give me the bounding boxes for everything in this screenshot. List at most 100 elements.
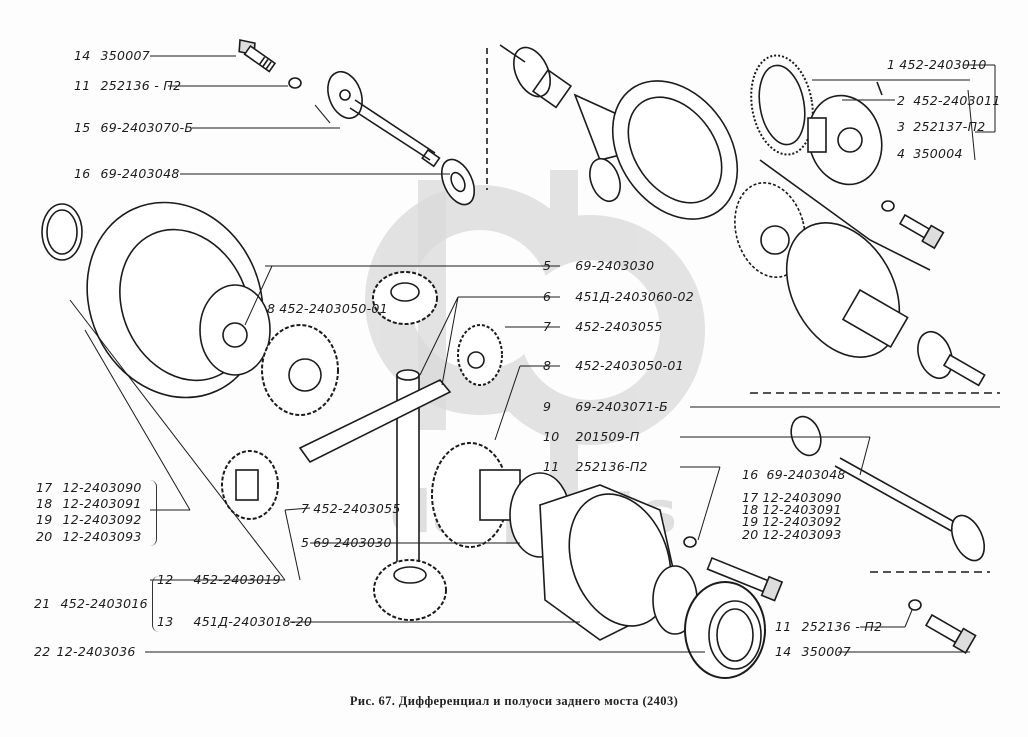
ring-gear-icon [750,54,814,156]
part-number: 12-2403092 [762,514,842,529]
part-number: 69-2403071-Б [575,399,669,414]
part-number: 452-2403050-01 [279,301,388,316]
bolt-icon [706,556,784,602]
part-number: 452-2403016 [60,596,148,611]
callout-number: 16 [74,166,91,181]
planet-gear-icon [457,324,503,386]
callout-number: 8 [543,358,552,373]
bolt-icon [238,39,277,73]
part-number: 452-2403055 [313,501,401,516]
part-number: 69-2403048 [100,166,180,181]
part-number: 12-2403093 [62,529,142,544]
pinion-gear-icon [221,450,279,520]
bracket [152,576,159,632]
callout-number: 4 [897,146,906,161]
callout-number: 17 [742,490,759,505]
callout-number: 19 [742,514,759,529]
part-number: 252136 - П2 [100,78,182,93]
part-number: 69-2403048 [766,467,846,482]
callout-number: 1 [887,57,896,72]
callout-number: 16 [742,467,759,482]
bearing-icon [684,581,766,679]
callout-21: 21 452-2403016 [34,597,148,611]
callout-number: 8 [267,301,276,316]
part-number: 452-2403019 [193,572,281,587]
leader-lines [69,55,1000,653]
callout-16: 16 69-2403048 [74,167,180,181]
part-number: 12-2403036 [56,644,136,659]
callout-16-right: 16 69-2403048 [742,468,846,482]
callout-number: 14 [74,48,91,63]
callout-number: 20 [742,527,759,542]
callout-number: 5 [301,535,310,550]
part-number: 252136 - П2 [801,619,883,634]
part-number: 452-2403050-01 [575,358,684,373]
callout-number: 13 [157,614,174,629]
lock-washer-icon [683,536,697,548]
part-number: 252136-П2 [575,459,648,474]
part-number: 12-2403090 [62,480,142,495]
differential-housing-icon [499,44,739,220]
callout-2: 2 452-2403011 [897,94,1001,108]
callout-12: 12 452-2403019 [157,573,281,587]
figure-caption: Рис. 67. Дифференциал и полуоси заднего … [349,694,679,708]
callout-number: 21 [34,596,51,611]
callout-number: 20 [36,529,53,544]
callout-11-bottom: 11 252136 - П2 [775,620,882,634]
callout-number: 15 [74,120,91,135]
callout-20-left: 20 12-2403093 [36,530,142,544]
callout-10: 10 201509-П [543,430,640,444]
callout-number: 10 [543,429,560,444]
callout-number: 11 [775,619,792,634]
bracket [150,480,157,546]
bevel-gear-icon [261,324,339,416]
bevel-side-gear-icon [431,442,521,548]
part-number: 452-2403010 [899,57,987,72]
lock-washer-icon [881,200,895,212]
differential-assembly-icon [734,182,986,387]
part-number: 452-2403011 [913,93,1001,108]
callout-number: 7 [301,501,310,516]
callout-number: 3 [897,119,906,134]
callout-number: 12 [157,572,174,587]
callout-14: 14 350007 [74,49,150,63]
part-number: 201509-П [575,429,640,444]
part-number: 350007 [100,48,151,63]
part-number: 12-2403092 [62,512,142,527]
callout-number: 5 [543,258,552,273]
bolt-icon [924,613,977,654]
callout-number: 6 [543,289,552,304]
callout-number: 22 [34,644,51,659]
bolt-icon [898,213,945,250]
part-number: 350007 [801,644,852,659]
side-gear-lower-icon [373,559,447,621]
half-shaft-icon [327,70,441,168]
part-number: 12-2403090 [762,490,842,505]
side-gear-icon [372,271,438,325]
callout-number: 18 [36,496,53,511]
half-shaft-right-icon [790,415,986,562]
callout-number: 7 [543,319,552,334]
callout-number: 2 [897,93,906,108]
